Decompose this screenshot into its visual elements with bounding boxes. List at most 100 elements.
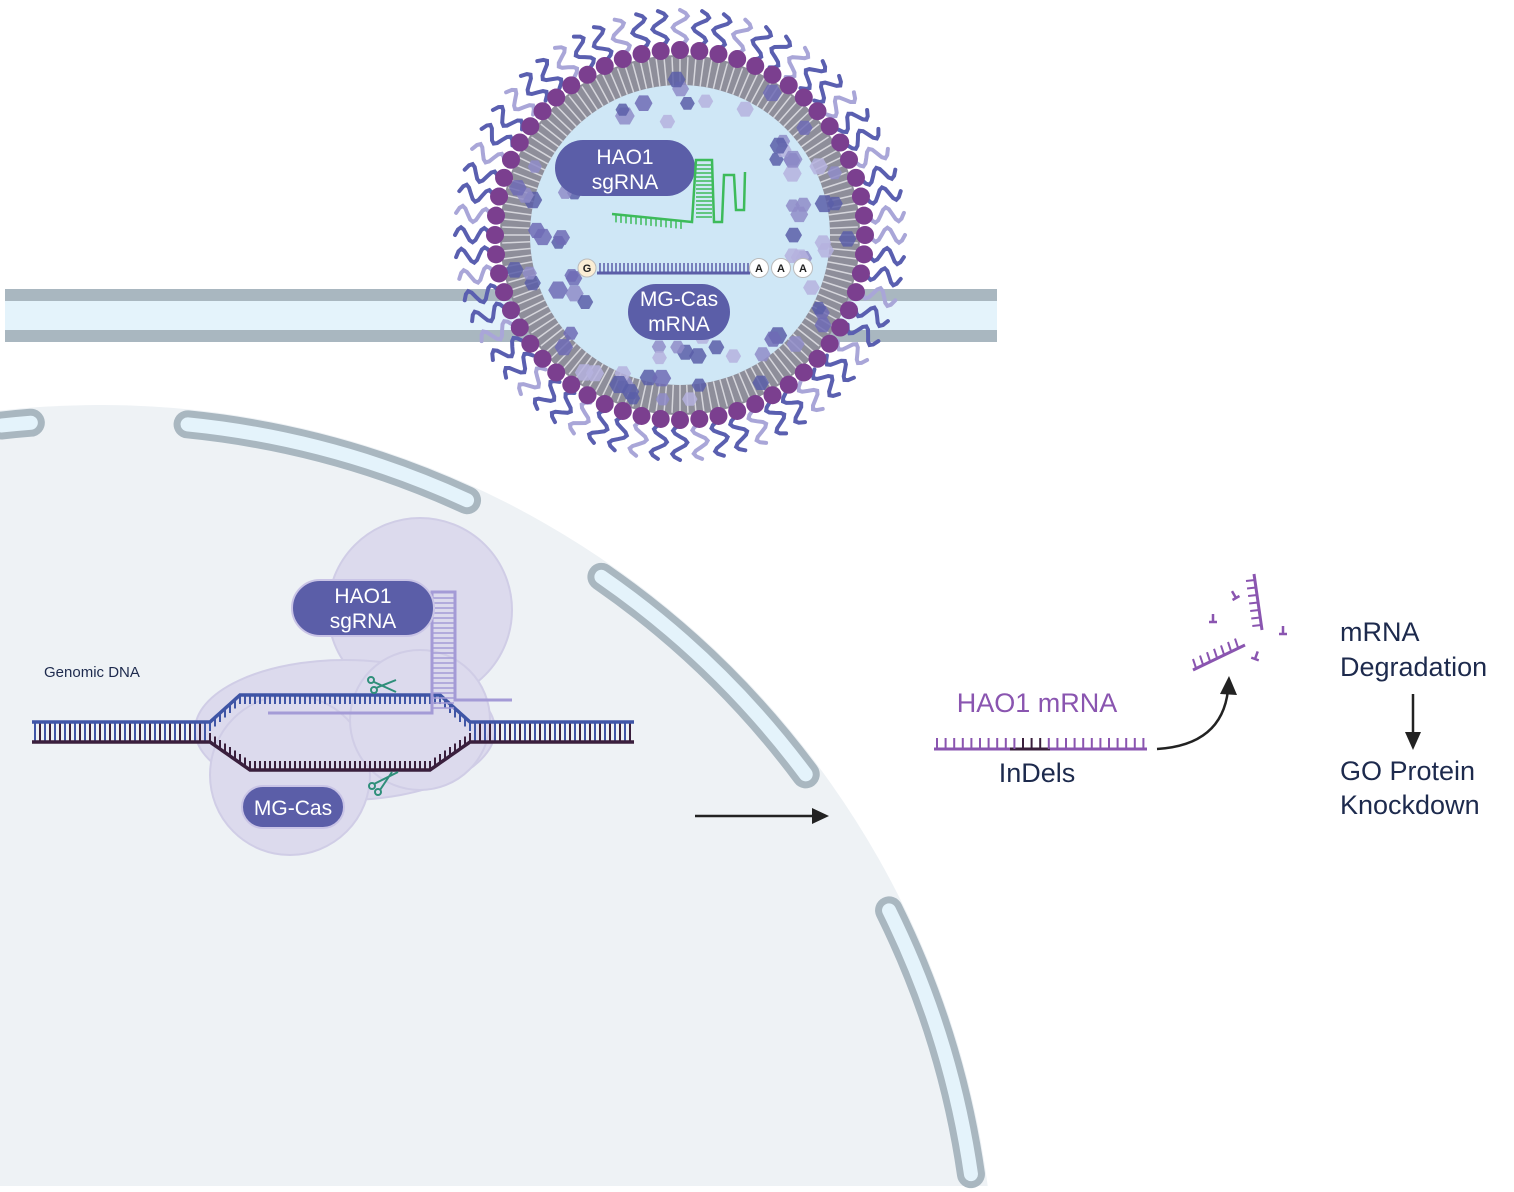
peg-chain <box>859 285 898 309</box>
lipid-head <box>578 386 597 405</box>
lipid-head <box>794 363 813 382</box>
ionizable-lipid <box>754 347 771 362</box>
lipid-head <box>763 386 782 405</box>
dna-top-strand <box>32 693 634 724</box>
lipid-tail <box>616 68 628 95</box>
lipid-head <box>779 76 798 95</box>
peg-chain <box>591 25 614 62</box>
lipid-tail <box>732 375 744 402</box>
peg-chain <box>462 161 501 185</box>
base-tick <box>1192 658 1197 669</box>
peg-chain <box>864 184 903 206</box>
polya-base-label: A <box>777 263 785 275</box>
envelope-segment-lumen <box>882 903 978 1182</box>
nucleus-sgrna-strand <box>268 590 512 715</box>
lipid-tail <box>767 90 786 115</box>
nucleotide-fragment <box>1250 651 1260 662</box>
ionizable-lipid <box>670 340 685 354</box>
peg-chain <box>835 338 870 366</box>
ionizable-lipid <box>615 103 630 116</box>
knockdown-label-line1: GO Protein <box>1340 756 1475 786</box>
lipid-tail <box>712 381 721 409</box>
ionizable-lipid <box>609 376 629 394</box>
peg-chain <box>462 282 501 305</box>
genomic-dna <box>32 693 634 772</box>
peg-chain <box>690 9 712 48</box>
lnp-mrna-pill: MG-Cas mRNA <box>628 284 730 340</box>
lipid-tail <box>513 171 540 183</box>
lipid-head <box>851 187 870 206</box>
lipid-tail <box>540 123 564 143</box>
peg-chain <box>454 244 493 266</box>
peg-chain <box>810 367 842 398</box>
ionizable-lipid <box>652 369 672 387</box>
peg-chain <box>836 108 870 135</box>
peg-chain <box>689 422 711 461</box>
degraded-mrna-fragments <box>1192 573 1287 672</box>
polya-base-label: A <box>755 263 763 275</box>
peg-chain <box>709 419 731 458</box>
lipid-head <box>709 406 728 425</box>
lipid-head <box>533 102 552 121</box>
lipid-tail <box>804 136 829 153</box>
peg-chain <box>824 90 858 119</box>
lipid-tail <box>706 382 713 411</box>
base-tick <box>1206 651 1211 662</box>
lipid-tail <box>732 68 744 95</box>
dna-bottom-strand <box>32 740 634 772</box>
peg-chain <box>845 126 881 151</box>
ionizable-lipid <box>527 222 546 238</box>
lipid-tail <box>796 327 820 347</box>
lipid-head <box>846 283 865 302</box>
degradation-label-line2: Degradation <box>1340 652 1487 682</box>
ionizable-lipid <box>508 180 527 196</box>
lipid-tail <box>787 111 810 132</box>
lnp-sgrna-label-line1: HAO1 <box>596 146 653 169</box>
lipid-tail <box>503 254 532 260</box>
lipid-tail <box>829 247 858 252</box>
ionizable-lipid <box>827 166 842 180</box>
lipid-tail <box>822 280 850 291</box>
lipid-tail <box>671 384 675 413</box>
lipid-tail <box>535 129 560 148</box>
lipid-tail <box>820 287 847 299</box>
ionizable-lipid <box>505 262 524 278</box>
lipid-head <box>562 76 581 95</box>
lipid-head <box>613 401 632 420</box>
peg-chain <box>627 419 650 458</box>
peg-chain <box>845 322 881 348</box>
lipid-tail <box>503 210 532 216</box>
lipid-tail <box>828 254 857 260</box>
lipid-tail <box>550 111 573 132</box>
lnp-mrna-label-line2: mRNA <box>648 313 710 336</box>
lipid-tail <box>829 226 858 230</box>
peg-chain <box>610 17 633 56</box>
lipid-tail <box>574 90 593 115</box>
envelope-segment-lumen <box>594 569 813 782</box>
lipid-tail <box>783 105 804 128</box>
lipid-head <box>651 409 670 428</box>
lipid-head <box>595 56 614 75</box>
lipid-tail <box>588 81 604 107</box>
lipid-head <box>846 168 865 187</box>
lipid-head <box>490 187 509 206</box>
scissors-icon <box>367 676 397 694</box>
ionizable-lipid <box>827 196 843 211</box>
lipid-tail <box>639 381 648 409</box>
lipid-head <box>495 283 514 302</box>
ionizable-lipid <box>814 195 835 213</box>
lipid-head <box>487 206 506 225</box>
lnp-sgrna-strand <box>611 158 747 229</box>
ionizable-lipid <box>785 199 800 212</box>
lipid-head <box>851 264 870 283</box>
peg-chain <box>479 319 515 344</box>
ionizable-lipid <box>817 243 834 258</box>
lipid-tail <box>502 240 531 244</box>
lipid-head <box>486 226 504 244</box>
peg-chain <box>783 45 811 80</box>
lipid-tail <box>647 382 654 411</box>
lipid-head <box>547 363 566 382</box>
ionizable-lipid <box>769 137 788 154</box>
base-tick <box>1251 616 1261 620</box>
